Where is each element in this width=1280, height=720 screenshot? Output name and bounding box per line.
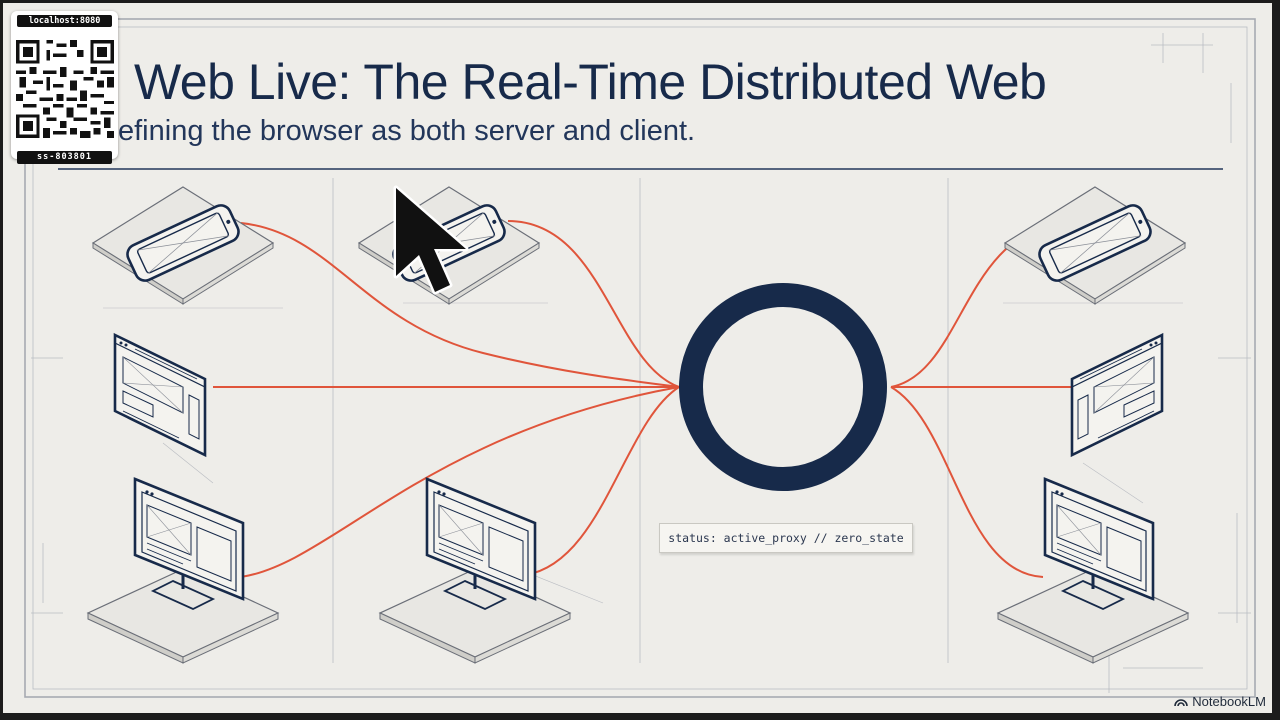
qr-code-widget[interactable]: localhost:8080 ss-803801 xyxy=(11,11,118,164)
diagram-canvas xyxy=(24,18,1256,698)
slide-title: Web Live: The Real-Time Distributed Web xyxy=(134,54,1047,110)
link-monitor-right-bottom xyxy=(890,386,1044,578)
connection-links xyxy=(213,220,1073,578)
qr-top-label: localhost:8080 xyxy=(17,15,112,27)
phone-left-top xyxy=(91,185,275,306)
qr-bottom-label: ss-803801 xyxy=(17,151,112,164)
link-phone-center-top xyxy=(507,220,680,388)
monitor-right-bottom xyxy=(996,477,1190,665)
slide: Web Live: The Real-Time Distributed Web … xyxy=(3,3,1272,713)
blueprint-grid xyxy=(24,18,1256,698)
link-phone-left-top xyxy=(240,222,680,388)
mouse-cursor-icon xyxy=(393,185,469,295)
monitor-left-bottom xyxy=(86,477,280,665)
qr-code-icon xyxy=(16,40,114,138)
brand-label: NotebookLM xyxy=(1192,694,1266,709)
browser-window-left xyxy=(113,333,207,457)
hub-ring xyxy=(679,283,887,491)
phone-right-top xyxy=(1003,185,1187,306)
browser-window-right xyxy=(1070,333,1164,457)
link-monitor-left-bottom xyxy=(240,386,680,578)
notebooklm-badge: NotebookLM xyxy=(1174,694,1266,709)
slide-subtitle: efining the browser as both server and c… xyxy=(118,115,696,147)
notebooklm-logo-icon xyxy=(1174,698,1189,706)
link-monitor-center-bottom xyxy=(524,386,680,576)
status-label: status: active_proxy // zero_state xyxy=(659,523,913,553)
